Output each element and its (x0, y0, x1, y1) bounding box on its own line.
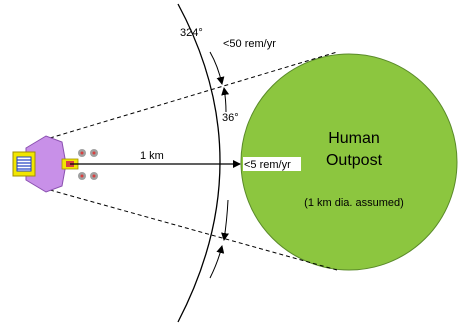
shadow-cone-upper-line (49, 51, 338, 139)
distance-label: 1 km (140, 150, 164, 162)
shadow-boundary-arc (177, 3, 221, 323)
angle-inner-label: 36° (222, 112, 239, 124)
outpost-title-line1: Human (328, 130, 380, 147)
angle-arrow-inner-down (221, 199, 229, 241)
dose-inner-label: <5 rem/yr (244, 159, 291, 171)
angle-outer-label: 324° (180, 27, 203, 39)
angle-arrow-lower (209, 245, 225, 279)
shadow-shield (25, 135, 67, 193)
dose-inner-label-bg (243, 157, 301, 171)
outpost-title-line2: Outpost (326, 152, 383, 169)
angle-arrow-upper (209, 51, 225, 85)
angle-arrow-inner-up (221, 87, 230, 113)
dose-outer-label: <50 rem/yr (223, 38, 276, 50)
outpost-note: (1 km dia. assumed) (304, 197, 404, 209)
outpost-circle (240, 53, 458, 271)
shadow-cone-lower-line (49, 189, 338, 271)
